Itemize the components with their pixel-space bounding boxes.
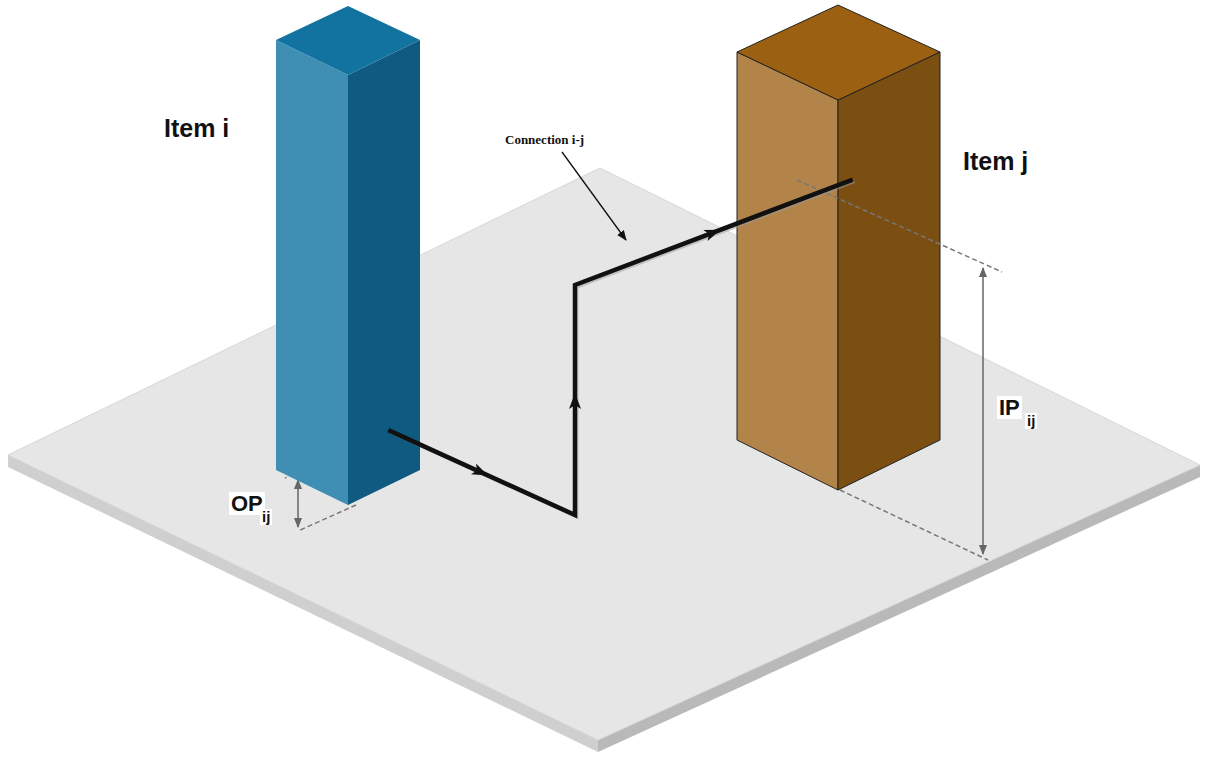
item-j-prism bbox=[737, 5, 940, 490]
item-heading: Item j bbox=[963, 147, 1028, 176]
item-i-prism bbox=[276, 6, 420, 505]
item-node: Item i bbox=[276, 6, 420, 505]
ip-dimension bbox=[797, 180, 1002, 560]
dimension-subscript: ij bbox=[1025, 413, 1037, 429]
dimension-subscript: ij bbox=[260, 509, 272, 525]
item-node: Item j bbox=[737, 5, 940, 490]
base-plate bbox=[8, 168, 1200, 752]
dimension-label: IP bbox=[997, 396, 1022, 419]
connection-label: Connection i-j bbox=[505, 132, 584, 148]
leader-line bbox=[562, 152, 626, 240]
connection-path bbox=[388, 180, 854, 517]
item-heading: Item i bbox=[164, 114, 229, 143]
